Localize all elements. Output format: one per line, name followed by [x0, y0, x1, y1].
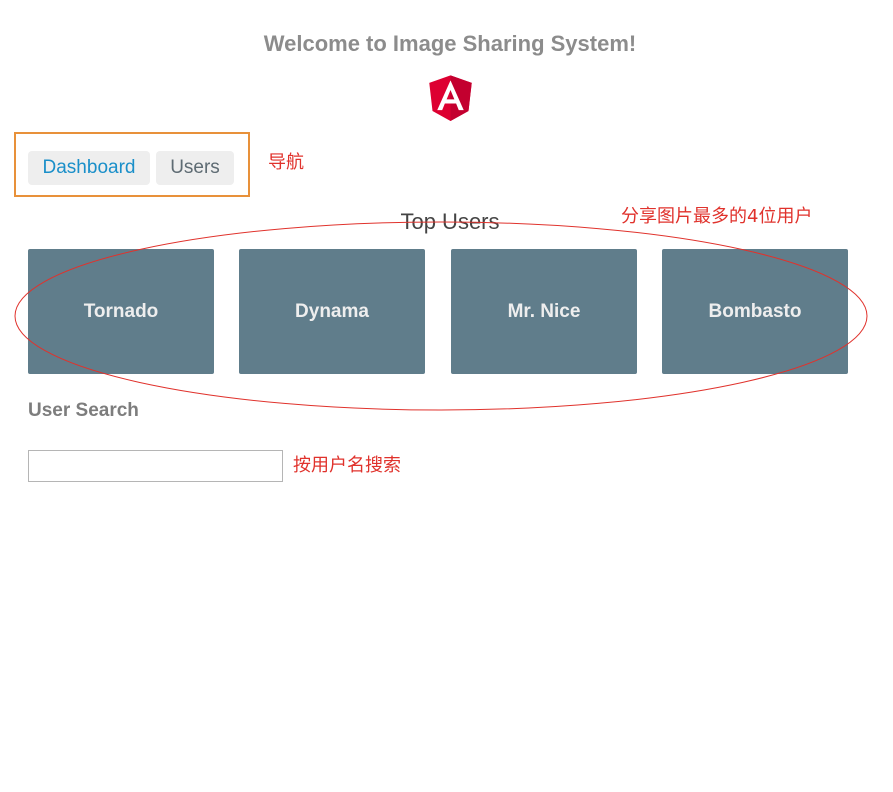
user-card-mr-nice[interactable]: Mr. Nice — [451, 249, 637, 374]
user-card-tornado[interactable]: Tornado — [28, 249, 214, 374]
user-search-label: User Search — [28, 400, 139, 421]
user-card-name: Dynama — [295, 300, 369, 322]
nav-users-link[interactable]: Users — [156, 151, 234, 185]
top-users-annotation-text: 分享图片最多的4位用户 — [621, 206, 813, 227]
user-card-name: Mr. Nice — [507, 300, 581, 322]
nav-annotation-box — [14, 132, 250, 197]
user-card-name: Bombasto — [708, 300, 802, 322]
angular-logo-icon — [429, 75, 472, 121]
user-search-input[interactable] — [28, 450, 283, 482]
nav-annotation-text: 导航 — [268, 152, 304, 173]
user-card-bombasto[interactable]: Bombasto — [662, 249, 848, 374]
nav-dashboard-link[interactable]: Dashboard — [28, 151, 150, 185]
search-annotation-text: 按用户名搜索 — [293, 455, 401, 476]
user-card-name: Tornado — [83, 300, 159, 322]
page-title: Welcome to Image Sharing System! — [263, 31, 637, 56]
user-card-dynama[interactable]: Dynama — [239, 249, 425, 374]
